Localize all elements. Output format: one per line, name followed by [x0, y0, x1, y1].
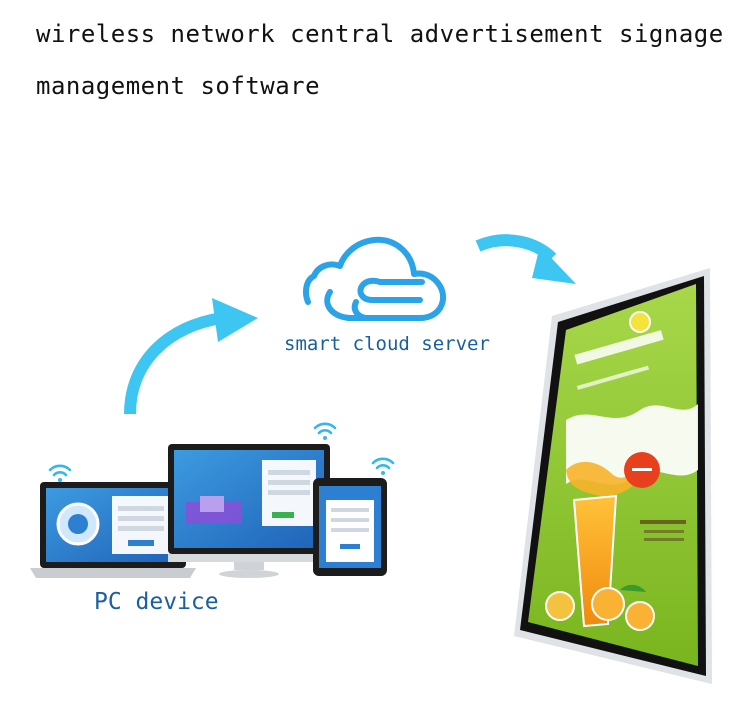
tablet-icon	[313, 478, 387, 576]
arrow-icon	[124, 298, 258, 415]
pc-device-label: PC device	[94, 589, 219, 615]
signage-display-icon	[514, 268, 712, 684]
wifi-icon	[313, 422, 337, 440]
title-line-2: management software	[36, 72, 321, 100]
monitor-icon	[168, 444, 330, 578]
title-line-1: wireless network central advertisement s…	[36, 20, 724, 48]
laptop-icon	[30, 482, 196, 578]
wifi-icon	[48, 464, 72, 482]
arrow-icon	[475, 234, 576, 284]
cloud-icon	[303, 236, 447, 321]
wifi-icon	[371, 457, 395, 475]
cloud-server-label: smart cloud server	[284, 333, 490, 355]
